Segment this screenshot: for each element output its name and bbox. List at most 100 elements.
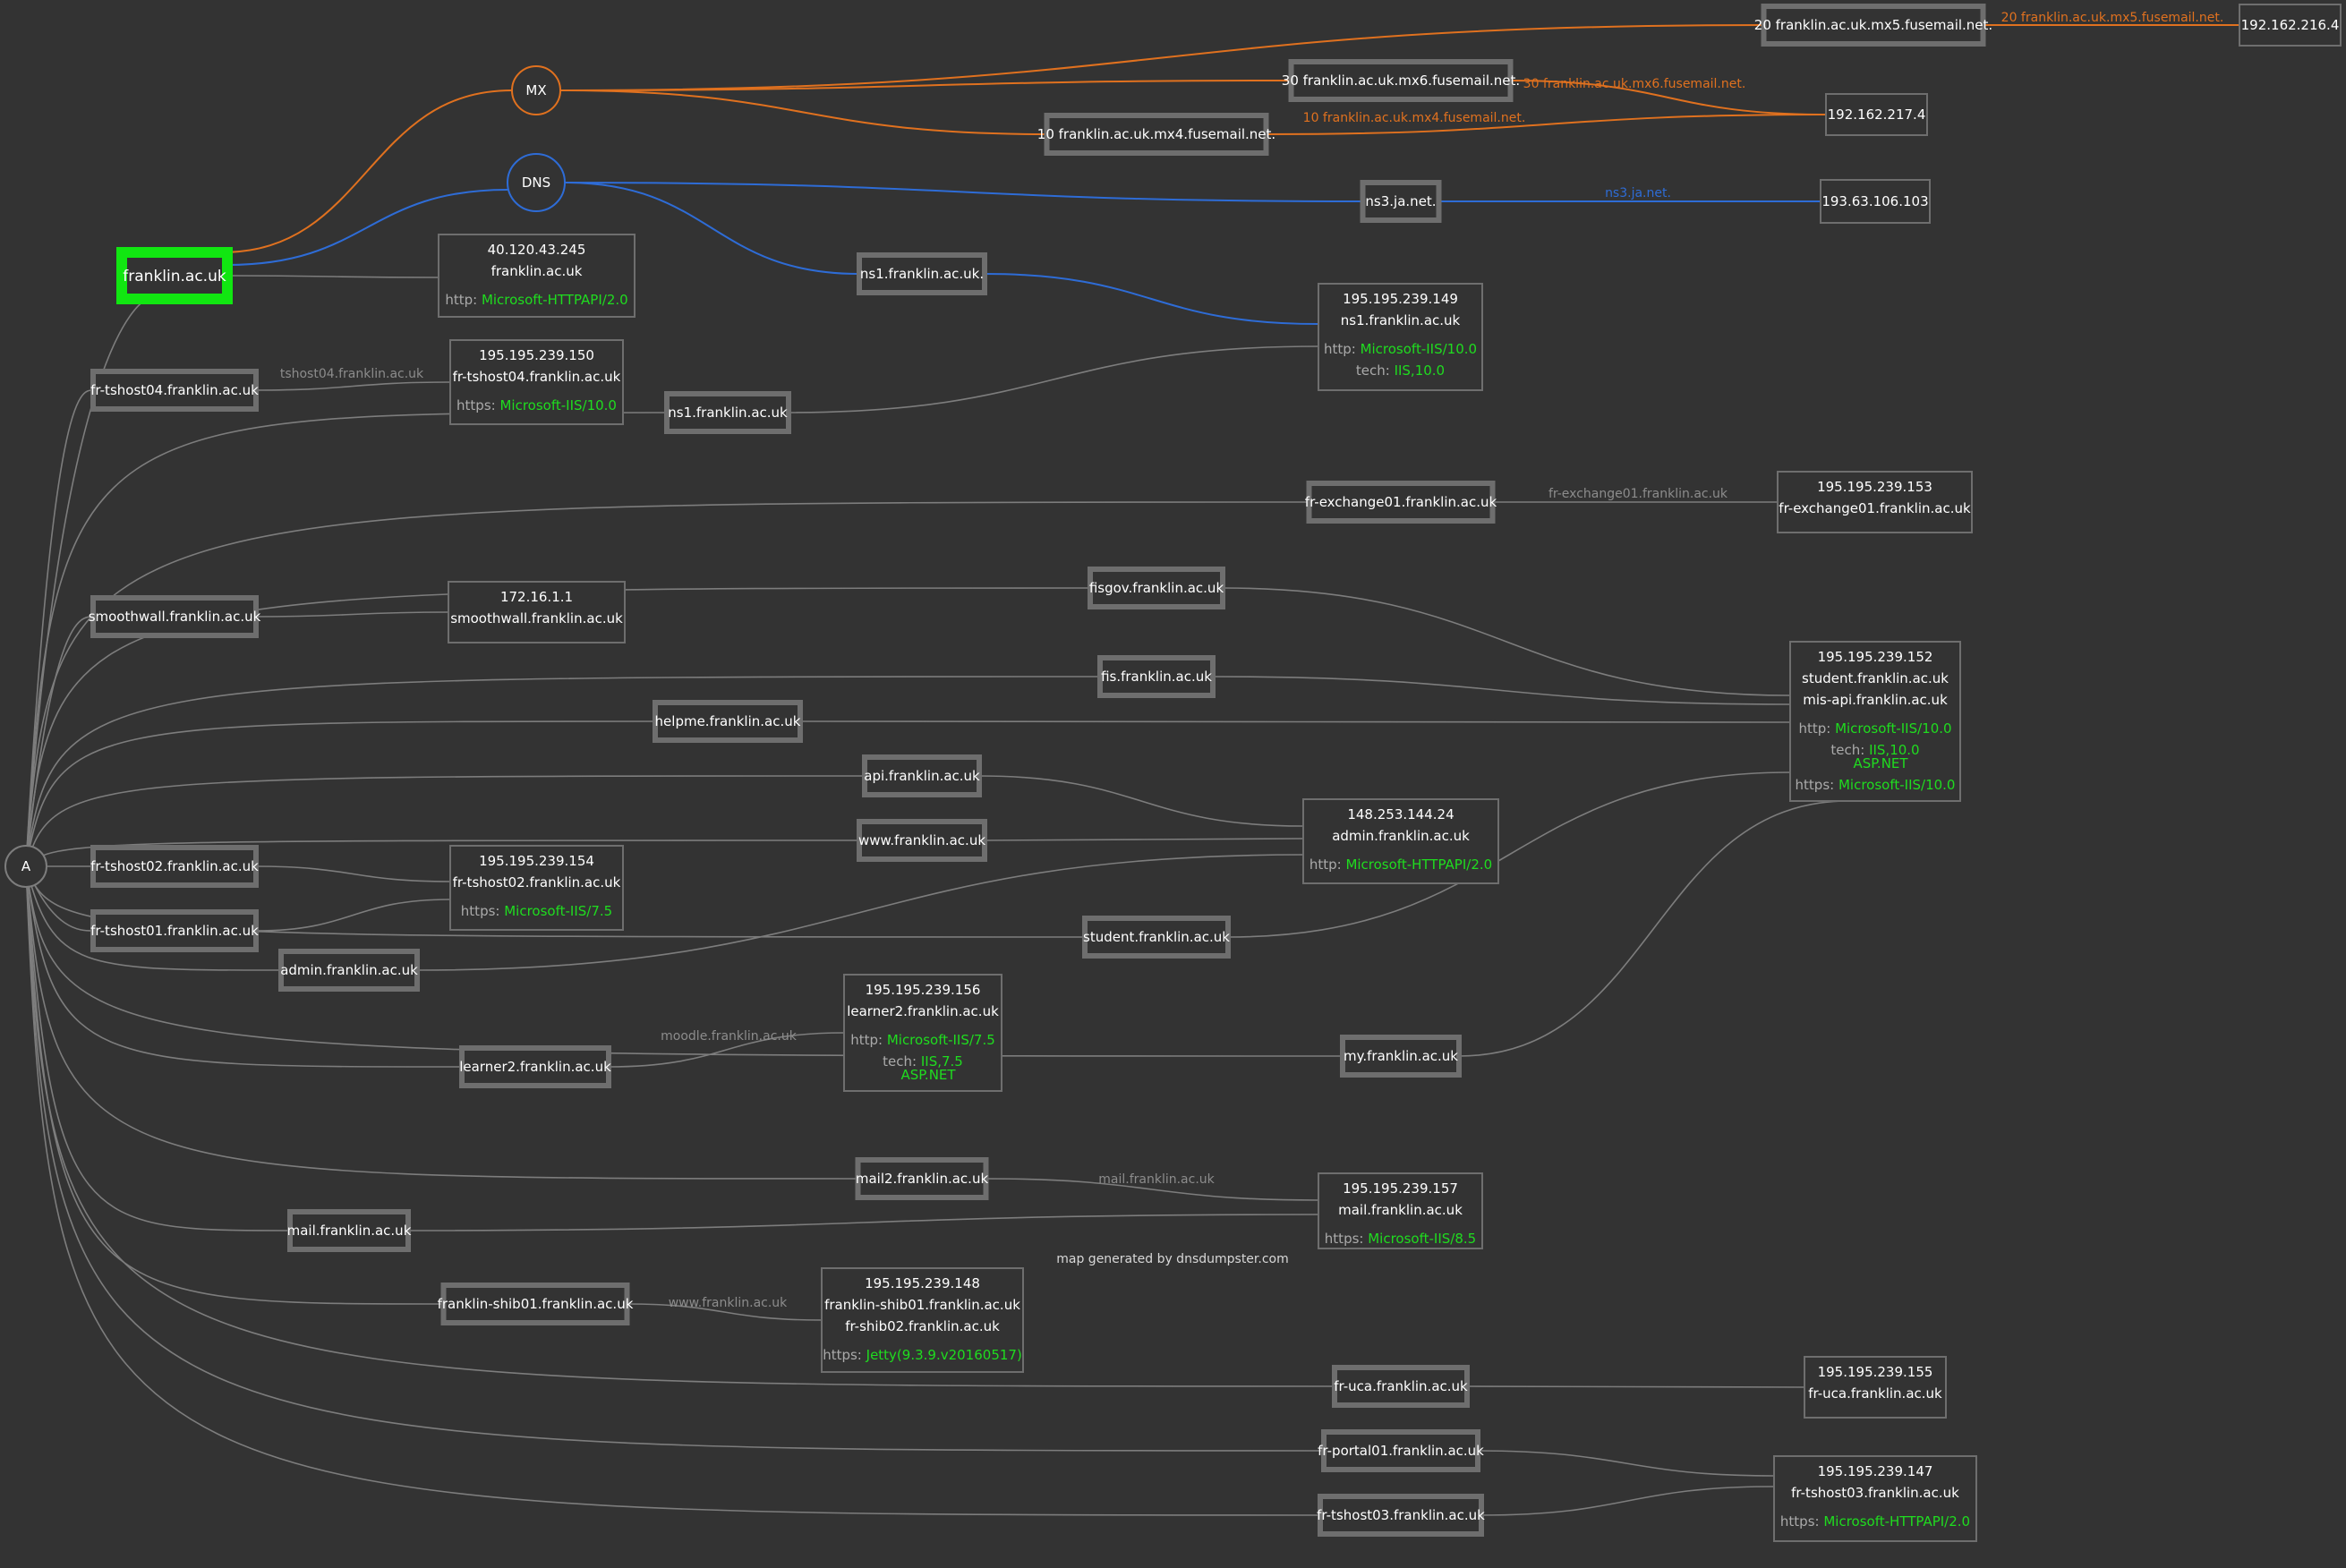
edge-a-to-mail2 xyxy=(25,865,858,1180)
ip-address: 172.16.1.1 xyxy=(500,589,573,605)
ip-node-ip-162-217-4[interactable]: 192.162.217.4 xyxy=(1825,93,1928,136)
host-label: ns3.ja.net. xyxy=(1365,193,1436,209)
host-label: 30 franklin.ac.uk.mx6.fusemail.net. xyxy=(1282,72,1520,89)
host-node-mx5[interactable]: 20 franklin.ac.uk.mx5.fusemail.net. xyxy=(1754,4,1992,47)
host-label: helpme.franklin.ac.uk xyxy=(655,713,801,729)
edge-label-edge-labels-exchange01: fr-exchange01.franklin.ac.uk xyxy=(1548,487,1728,501)
attr-value: Microsoft-IIS/10.0 xyxy=(1361,341,1478,357)
attr-value: Microsoft-IIS/10.0 xyxy=(1838,777,1956,793)
edge-ns1dot-to-ip xyxy=(984,273,1319,325)
ip-attribute: http: Microsoft-IIS/10.0 xyxy=(1798,720,1951,737)
ip-node-ip-239-157[interactable]: 195.195.239.157mail.franklin.ac.ukhttps:… xyxy=(1318,1172,1483,1249)
ip-node-ip-162-216-4[interactable]: 192.162.216.4 xyxy=(2239,4,2342,47)
host-node-fis[interactable]: fis.franklin.ac.uk xyxy=(1097,655,1216,698)
ip-node-ip-239-150[interactable]: 195.195.239.150fr-tshost04.franklin.ac.u… xyxy=(449,339,624,425)
host-node-www[interactable]: www.franklin.ac.uk xyxy=(857,819,987,862)
host-node-fr-portal01[interactable]: fr-portal01.franklin.ac.uk xyxy=(1318,1429,1484,1472)
edge-label-edge-labels-www: www.franklin.ac.uk xyxy=(669,1296,788,1310)
host-node-fr-tshost01[interactable]: fr-tshost01.franklin.ac.uk xyxy=(90,909,259,952)
attr-value: Microsoft-HTTPAPI/2.0 xyxy=(1823,1513,1970,1530)
edge-fr_tshost01-to-ip xyxy=(255,899,451,932)
host-node-ns1-dot[interactable]: ns1.franklin.ac.uk. xyxy=(857,252,987,295)
edge-fr_tshost04-to-ip xyxy=(255,381,451,391)
edges-layer: 20 franklin.ac.uk.mx5.fusemail.net. 30 fr… xyxy=(25,11,2239,1516)
edge-api-to-ip xyxy=(978,775,1304,827)
dns-record-node-label: DNS xyxy=(522,175,550,191)
ip-address: 195.195.239.157 xyxy=(1343,1180,1458,1197)
host-node-api[interactable]: api.franklin.ac.uk xyxy=(862,754,982,797)
attr-value: IIS,10.0 xyxy=(1869,742,1920,758)
ip-address: 195.195.239.155 xyxy=(1818,1364,1933,1380)
edge-a-to-admin xyxy=(25,865,282,971)
attr-key: https: xyxy=(461,903,504,919)
ip-node-ip-239-147[interactable]: 195.195.239.147fr-tshost03.franklin.ac.u… xyxy=(1773,1455,1977,1542)
host-label: smoothwall.franklin.ac.uk xyxy=(89,609,261,625)
host-node-mail2[interactable]: mail2.franklin.ac.uk xyxy=(855,1157,989,1200)
host-node-fr-exchange01[interactable]: fr-exchange01.franklin.ac.uk xyxy=(1305,481,1497,524)
ip-node-ip-63-106-103[interactable]: 193.63.106.103 xyxy=(1820,179,1931,224)
host-label: ns1.franklin.ac.uk xyxy=(668,405,788,421)
ip-hostname: learner2.franklin.ac.uk xyxy=(847,1003,999,1019)
ip-address: 40.120.43.245 xyxy=(488,242,586,258)
host-label: learner2.franklin.ac.uk xyxy=(459,1059,611,1075)
edge-ns1-to-ip xyxy=(788,345,1319,413)
host-node-student[interactable]: student.franklin.ac.uk xyxy=(1082,916,1231,959)
host-node-fisgov[interactable]: fisgov.franklin.ac.uk xyxy=(1088,567,1225,609)
host-node-my[interactable]: my.franklin.ac.uk xyxy=(1340,1035,1462,1078)
edge-a-to-my xyxy=(25,865,1344,1057)
host-node-ns1[interactable]: ns1.franklin.ac.uk xyxy=(664,391,791,434)
edge-a-to-fr_tshost04 xyxy=(25,389,94,867)
host-node-fr-tshost02[interactable]: fr-tshost02.franklin.ac.uk xyxy=(90,845,259,888)
host-node-mx4[interactable]: 10 franklin.ac.uk.mx4.fusemail.net. xyxy=(1037,113,1275,156)
host-node-fr-tshost03[interactable]: fr-tshost03.franklin.ac.uk xyxy=(1317,1494,1485,1537)
edge-label-mx5: 20 franklin.ac.uk.mx5.fusemail.net. xyxy=(2001,11,2224,25)
attr-value: Microsoft-IIS/10.0 xyxy=(499,397,617,413)
attr-key: http: xyxy=(1309,856,1346,873)
host-node-smoothwall[interactable]: smoothwall.franklin.ac.uk xyxy=(89,595,261,638)
host-label: api.franklin.ac.uk xyxy=(864,768,980,784)
edge-a-to-fis xyxy=(25,676,1101,867)
host-node-learner2[interactable]: learner2.franklin.ac.uk xyxy=(459,1045,611,1088)
attr-key: http: xyxy=(1798,720,1835,737)
attr-value: Microsoft-HTTPAPI/2.0 xyxy=(482,292,628,308)
host-node-helpme[interactable]: helpme.franklin.ac.uk xyxy=(653,700,803,743)
host-label: franklin-shib01.franklin.ac.uk xyxy=(438,1296,634,1312)
host-node-admin[interactable]: admin.franklin.ac.uk xyxy=(278,949,420,992)
attr-key: tech: xyxy=(1830,742,1869,758)
attr-value-extra: ASP.NET xyxy=(1853,755,1908,771)
attr-key: tech: xyxy=(883,1053,921,1069)
ip-hostname: admin.franklin.ac.uk xyxy=(1332,828,1470,844)
edge-root-to-dns xyxy=(226,189,508,266)
attr-value: Microsoft-IIS/10.0 xyxy=(1835,720,1952,737)
ip-node-ip-144-24[interactable]: 148.253.144.24admin.franklin.ac.ukhttp: … xyxy=(1302,798,1499,884)
ip-node-ip-239-148[interactable]: 195.195.239.148franklin-shib01.franklin.… xyxy=(821,1267,1024,1373)
attr-value: Microsoft-HTTPAPI/2.0 xyxy=(1345,856,1492,873)
edge-a-to-ns1 xyxy=(25,412,668,867)
host-label: my.franklin.ac.uk xyxy=(1344,1048,1458,1064)
ip-node-ip-239-154[interactable]: 195.195.239.154fr-tshost02.franklin.ac.u… xyxy=(449,845,624,931)
ip-node-ip-239-155[interactable]: 195.195.239.155 fr-uca.franklin.ac.uk xyxy=(1804,1356,1947,1419)
mx-record-node: MX xyxy=(511,65,561,115)
ip-node-ip-239-156[interactable]: 195.195.239.156learner2.franklin.ac.ukht… xyxy=(843,974,1002,1092)
edge-mx-to-mx6 xyxy=(559,80,1292,91)
edge-a-to-franklin_shib01 xyxy=(25,865,444,1305)
host-node-mail[interactable]: mail.franklin.ac.uk xyxy=(287,1209,412,1252)
edge-a-to-learner2 xyxy=(25,865,463,1068)
root-domain-node[interactable]: franklin.ac.uk xyxy=(116,247,233,304)
host-node-mx6[interactable]: 30 franklin.ac.uk.mx6.fusemail.net. xyxy=(1282,59,1520,102)
host-label: fisgov.franklin.ac.uk xyxy=(1089,580,1224,596)
ip-hostname: fr-uca.franklin.ac.uk xyxy=(1808,1385,1942,1402)
host-node-fr-uca[interactable]: fr-uca.franklin.ac.uk xyxy=(1332,1365,1470,1408)
edge-learner2-to-ip xyxy=(608,1032,845,1068)
host-node-franklin-shib01[interactable]: franklin-shib01.franklin.ac.uk xyxy=(438,1283,634,1325)
ip-node-ip-239-153[interactable]: 195.195.239.153fr-exchange01.franklin.ac… xyxy=(1777,471,1973,533)
host-node-fr-tshost04[interactable]: fr-tshost04.franklin.ac.uk xyxy=(90,369,259,412)
ip-node-ip-239-152[interactable]: 195.195.239.152student.franklin.ac.ukmis… xyxy=(1789,641,1961,802)
host-node-ns3[interactable]: ns3.ja.net. xyxy=(1360,180,1442,223)
host-label: fr-tshost02.franklin.ac.uk xyxy=(90,858,259,874)
edge-a-to-helpme xyxy=(25,720,656,867)
